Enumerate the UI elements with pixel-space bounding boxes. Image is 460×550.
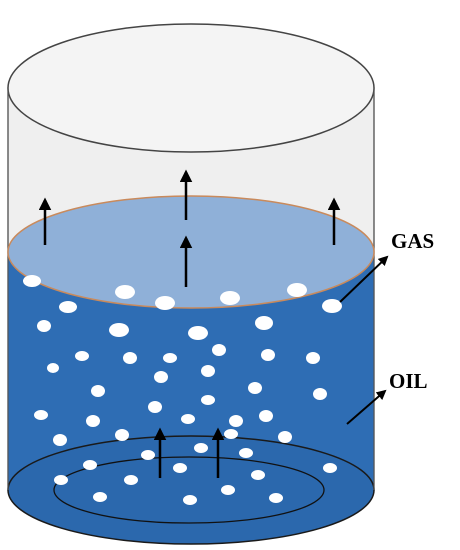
- bubble: [313, 388, 327, 400]
- bubble: [212, 344, 226, 356]
- bubble: [269, 493, 283, 503]
- bubble: [23, 275, 41, 287]
- bubble: [278, 431, 292, 443]
- upward-arrows: [38, 169, 341, 478]
- bubble: [37, 320, 51, 332]
- bubble: [181, 414, 195, 424]
- bubble: [255, 316, 273, 330]
- bubble: [323, 463, 337, 473]
- bubble: [183, 495, 197, 505]
- bubble: [148, 401, 162, 413]
- bubble: [86, 415, 100, 427]
- bubble: [224, 429, 238, 439]
- bubble: [115, 429, 129, 441]
- bubble: [83, 460, 97, 470]
- gas-bubbles: [23, 275, 342, 505]
- bubble: [93, 492, 107, 502]
- bubble: [221, 485, 235, 495]
- bubble: [239, 448, 253, 458]
- gas-label: GAS: [391, 229, 434, 253]
- oil-label: OIL: [389, 369, 428, 393]
- bubble: [248, 382, 262, 394]
- oil-surface: [7, 195, 375, 309]
- cylinder-top: [7, 23, 375, 153]
- bubble: [154, 371, 168, 383]
- bubble: [306, 352, 320, 364]
- bubble: [201, 365, 215, 377]
- bubble: [322, 299, 342, 313]
- bubble: [229, 415, 243, 427]
- tank-bottom: [7, 435, 375, 545]
- bubble: [251, 470, 265, 480]
- bubble: [141, 450, 155, 460]
- bubble: [155, 296, 175, 310]
- bubble: [287, 283, 307, 297]
- bubble: [109, 323, 129, 337]
- bubble: [220, 291, 240, 305]
- bubble: [173, 463, 187, 473]
- bubble: [123, 352, 137, 364]
- bubble: [54, 475, 68, 485]
- bubble: [194, 443, 208, 453]
- bubble: [59, 301, 77, 313]
- bottom-inner-ring: [53, 456, 325, 524]
- gas-pointer-arrow: [339, 255, 389, 303]
- bubble: [91, 385, 105, 397]
- bubble: [124, 475, 138, 485]
- bubble: [34, 410, 48, 420]
- bubble: [188, 326, 208, 340]
- bubble: [163, 353, 177, 363]
- bubble: [261, 349, 275, 361]
- bubble: [115, 285, 135, 299]
- bubble: [47, 363, 59, 373]
- bubble: [259, 410, 273, 422]
- oil-pointer-arrow: [346, 389, 387, 425]
- bubble: [201, 395, 215, 405]
- bubble: [53, 434, 67, 446]
- bubble: [75, 351, 89, 361]
